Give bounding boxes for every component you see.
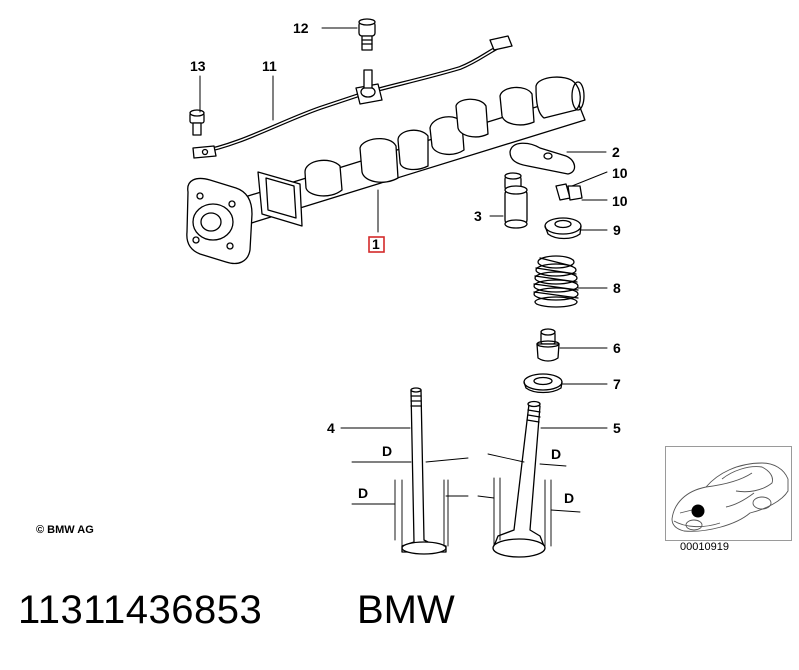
callout-12: 12: [293, 20, 309, 36]
callout-7: 7: [613, 376, 621, 392]
parts-diagram: 12 13 11 2 10 10 3 9 1 8 6 7 4 5 D D D D: [186, 18, 628, 558]
hydraulic-lifter-3: [504, 172, 528, 229]
part-number: 11311436853: [18, 588, 263, 632]
callout-9: 9: [613, 222, 621, 238]
dimension-labels: D D D D: [358, 443, 574, 506]
brand-name: BMW: [357, 588, 455, 632]
valve-spring-8: [533, 255, 579, 308]
rocker-arm-2: [509, 142, 583, 201]
bolt-13: [189, 109, 205, 136]
callout-8: 8: [613, 280, 621, 296]
camshaft: [186, 76, 586, 265]
callout-2: 2: [612, 144, 620, 160]
callout-labels: 12 13 11 2 10 10 3 9 1 8 6 7 4 5: [190, 20, 628, 436]
callout-11: 11: [262, 58, 277, 74]
callout-10-upper: 10: [612, 165, 628, 181]
callout-13: 13: [190, 58, 206, 74]
spring-seat-7: [523, 373, 563, 394]
location-marker: [691, 504, 705, 518]
callout-6: 6: [613, 340, 621, 356]
valve-stem-seal-6: [536, 328, 560, 362]
callout-5: 5: [613, 420, 621, 436]
highlight-box-1: [368, 236, 385, 253]
intake-valve-4: [401, 387, 447, 555]
bolt-12: [358, 18, 376, 51]
dimension-lines: [351, 453, 581, 547]
dimension-d-exhaust-head: D: [564, 490, 574, 506]
callout-10-lower: 10: [612, 193, 628, 209]
vehicle-thumbnail: [665, 446, 792, 541]
spring-retainer-9: [544, 217, 582, 240]
copyright-notice: © BMW AG: [36, 524, 94, 536]
oil-pipe-11: [192, 35, 513, 159]
callout-3: 3: [474, 208, 482, 224]
dimension-d-intake-stem: D: [382, 443, 392, 459]
exhaust-valve-5: [492, 400, 546, 558]
dimension-d-intake-head: D: [358, 485, 368, 501]
callout-1: 1: [372, 236, 380, 252]
dimension-d-exhaust-stem: D: [551, 446, 561, 462]
thumbnail-code: 00010919: [680, 541, 729, 553]
leader-lines: [199, 27, 608, 429]
callout-4: 4: [327, 420, 335, 436]
